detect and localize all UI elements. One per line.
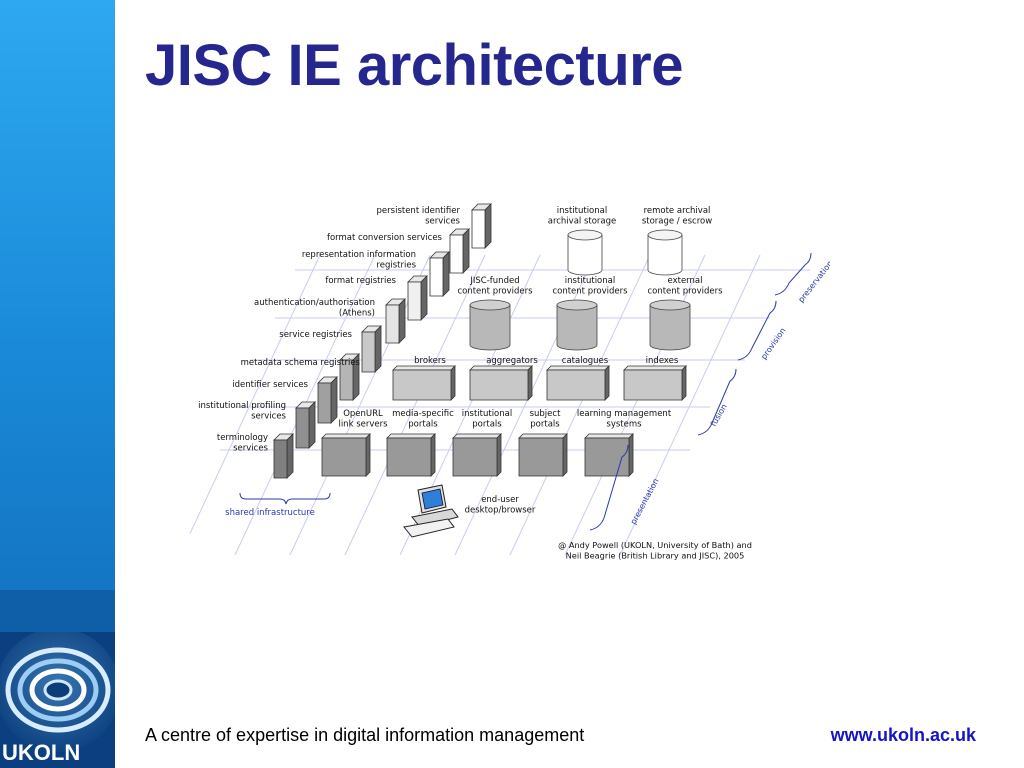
presentation-service-box — [321, 433, 371, 477]
infrastructure-label: format conversion services — [327, 233, 443, 243]
fusion-service-box — [623, 365, 687, 401]
infrastructure-label: format registries — [325, 276, 396, 286]
presentation-service-box — [386, 433, 436, 477]
grid-line-d — [289, 254, 431, 556]
infrastructure-label: identifier services — [232, 380, 308, 390]
layer-brace — [697, 368, 737, 436]
content-provider-cylinder — [469, 299, 511, 351]
logo-text: UKOLN — [2, 740, 81, 765]
layer-label: preservation — [796, 259, 830, 304]
infrastructure-block — [407, 275, 428, 321]
fusion-service-box — [469, 365, 533, 401]
grid-line-d — [179, 254, 321, 556]
grid-line-d — [509, 254, 651, 556]
layer-label: presentation — [629, 477, 661, 526]
infrastructure-block — [471, 203, 492, 249]
content-provider-cylinder — [649, 299, 691, 351]
infrastructure-block — [385, 298, 406, 344]
infrastructure-block — [295, 401, 316, 449]
presentation-service-box — [452, 433, 502, 477]
infrastructure-label: metadata schema registries — [241, 358, 361, 368]
fusion-service-box — [546, 365, 610, 401]
page-title: JISC IE architecture — [145, 33, 684, 98]
infrastructure-block — [449, 228, 470, 274]
fusion-service-label: brokers — [414, 356, 446, 366]
layer-brace — [589, 444, 629, 531]
infrastructure-label: service registries — [279, 330, 352, 340]
shared-infrastructure-label: shared infrastructure — [225, 508, 315, 518]
fusion-service-label: indexes — [646, 356, 679, 366]
grid-line-d — [619, 254, 761, 556]
infrastructure-block — [317, 376, 338, 424]
shared-infrastructure-brace — [239, 492, 331, 505]
desktop-computer-icon — [403, 484, 459, 538]
infrastructure-label: authentication/authorisation(Athens) — [254, 298, 375, 319]
footer-url-link[interactable]: www.ukoln.ac.uk — [830, 725, 976, 745]
layer-brace — [737, 300, 777, 361]
fusion-service-box — [392, 365, 456, 401]
sidebar-band — [0, 590, 115, 632]
presentation-service-box — [518, 433, 568, 477]
infrastructure-block — [361, 325, 382, 373]
fusion-service-label: aggregators — [486, 356, 538, 366]
grid-line-d — [344, 254, 486, 556]
presentation-service-box — [584, 433, 634, 477]
credit-text: @ Andy Powell (UKOLN, University of Bath… — [558, 540, 752, 561]
layer-label: provision — [759, 326, 787, 361]
fusion-service-label: catalogues — [562, 356, 609, 366]
footer-tagline: A centre of expertise in digital informa… — [145, 725, 585, 745]
layer-label: fusion — [709, 402, 729, 428]
infrastructure-block — [429, 251, 450, 297]
infrastructure-block — [339, 353, 360, 401]
institutional-storage-cylinder — [567, 229, 603, 276]
layer-brace — [774, 252, 812, 296]
ukoln-logo: UKOLN — [0, 632, 115, 768]
remote-storage-cylinder — [647, 229, 683, 276]
eye-logo-icon — [0, 632, 115, 768]
content-provider-cylinder — [556, 299, 598, 351]
sidebar: UKOLN — [0, 0, 115, 768]
infrastructure-block — [273, 433, 294, 479]
